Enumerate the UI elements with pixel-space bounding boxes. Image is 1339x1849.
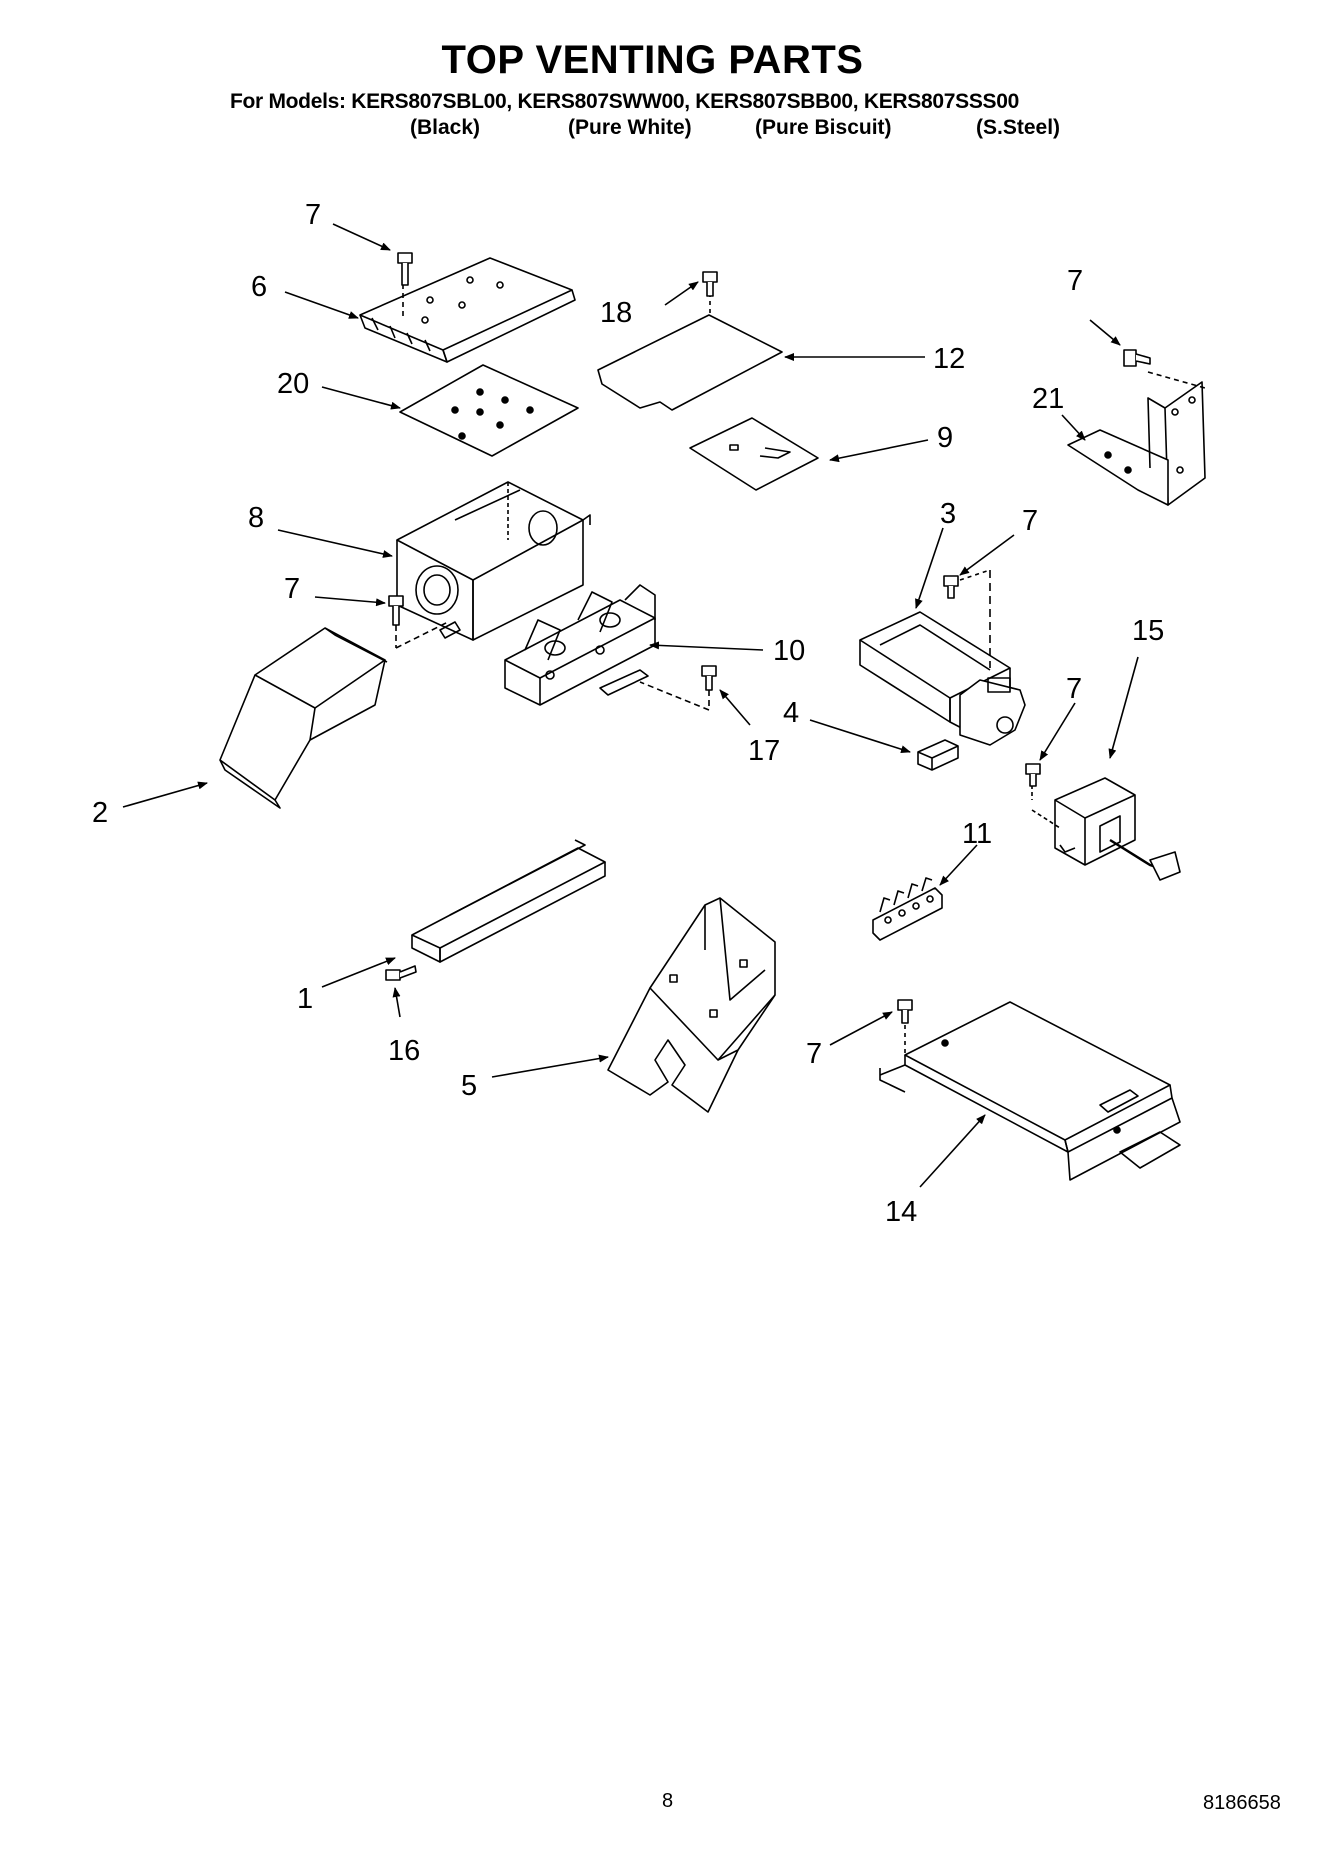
- callout-12: 12: [933, 343, 965, 375]
- part-21-bracket: [1067, 371, 1206, 506]
- color-pure-white: (Pure White): [568, 116, 692, 139]
- callout-6: 6: [251, 271, 267, 303]
- part-14-tray: [879, 1001, 1181, 1181]
- callout-7-housing: 7: [284, 573, 300, 605]
- screw-17: [701, 665, 717, 691]
- callout-5: 5: [461, 1070, 477, 1102]
- screw-7e: [1025, 763, 1041, 787]
- screw-16: [385, 965, 417, 981]
- callout-16: 16: [388, 1035, 420, 1067]
- color-pure-biscuit: (Pure Biscuit): [755, 116, 892, 139]
- page-title: TOP VENTING PARTS: [441, 38, 864, 82]
- part-12-sheet: [597, 285, 783, 411]
- screw-7a: [397, 252, 413, 286]
- callout-9: 9: [937, 422, 953, 454]
- callout-4: 4: [783, 697, 799, 729]
- part-3-control-assembly: [859, 569, 1026, 746]
- callout-7-control: 7: [1022, 505, 1038, 537]
- models-line: For Models: KERS807SBL00, KERS807SWW00, …: [230, 90, 1020, 113]
- callout-2: 2: [92, 797, 108, 829]
- part-4-block: [917, 739, 959, 771]
- callout-7-right: 7: [1067, 265, 1083, 297]
- callout-18: 18: [600, 297, 632, 329]
- callout-3: 3: [940, 498, 956, 530]
- part-11-terminal-strip: [872, 877, 943, 941]
- screw-7c: [388, 595, 404, 626]
- part-15-transformer: [1031, 777, 1181, 881]
- callout-20: 20: [277, 368, 309, 400]
- callout-14: 14: [885, 1196, 917, 1228]
- leader-lines: [122, 223, 1139, 1188]
- part-5-deflector: [607, 897, 776, 1113]
- callout-7: 7: [305, 199, 321, 231]
- part-10-terminal-block: [504, 584, 656, 706]
- assembly-lines: [395, 621, 710, 711]
- callout-7-tray: 7: [806, 1038, 822, 1070]
- callout-10: 10: [773, 635, 805, 667]
- callout-15: 15: [1132, 615, 1164, 647]
- part-2-duct: [219, 627, 388, 809]
- screw-7d: [943, 575, 959, 599]
- callout-17: 17: [748, 735, 780, 767]
- callout-11: 11: [962, 818, 992, 850]
- part-6-bracket: [359, 257, 576, 363]
- part-20-plate: [399, 364, 579, 457]
- callout-8: 8: [248, 502, 264, 534]
- part-1-bar: [411, 839, 606, 963]
- screw-18: [702, 271, 718, 297]
- part-8-housing: [396, 481, 591, 641]
- screw-7f: [897, 999, 913, 1024]
- color-black: (Black): [410, 116, 481, 139]
- screws: [385, 252, 1151, 1024]
- screw-7b: [1123, 349, 1151, 367]
- color-stainless-steel: (S.Steel): [976, 116, 1061, 139]
- callout-1: 1: [297, 983, 313, 1015]
- callout-labels: 7 6 20 18 12 9 7 21 8 7 3 7 10 15 2 17 4…: [92, 199, 1164, 1228]
- callout-7-transformer: 7: [1066, 673, 1082, 705]
- part-9-insulation: [689, 417, 819, 491]
- document-number: 8186658: [1203, 1792, 1281, 1814]
- page-number: 8: [662, 1790, 674, 1812]
- callout-21: 21: [1032, 383, 1064, 415]
